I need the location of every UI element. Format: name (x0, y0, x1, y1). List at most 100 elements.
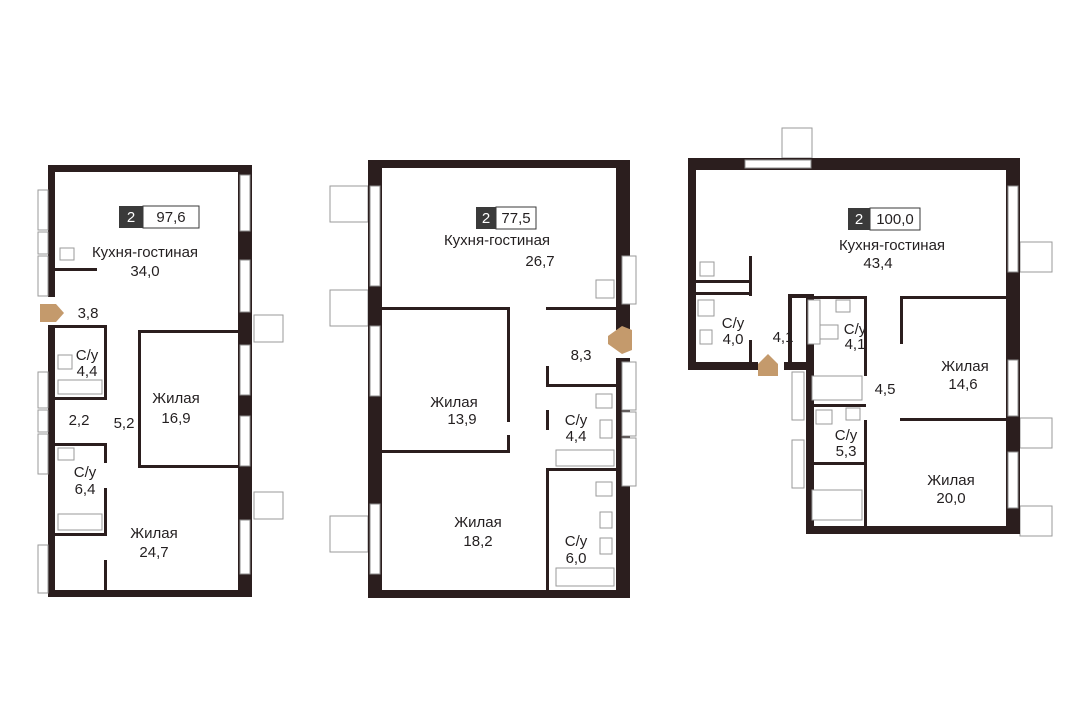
plan1-entrance-marker (40, 304, 64, 322)
plan2-shaft (621, 437, 637, 487)
plan1-shaft (37, 409, 49, 433)
plan3-total-area: 100,0 (876, 211, 914, 228)
plan1-wall (55, 325, 107, 328)
plan1-bath1-area: 4,4 (77, 363, 98, 380)
plan-2: 2 77,5 Кухня-гостиная 26,7 8,3 Жилая 13,… (329, 160, 637, 598)
plan3-wall (900, 296, 903, 344)
plan2-bedroom1-name: Жилая (430, 394, 477, 411)
plan1-bathtub (57, 513, 103, 531)
plan2-wall (382, 307, 510, 310)
plan2-bedroom1-area: 13,9 (447, 411, 476, 428)
plan2-wall (546, 468, 549, 590)
plan2-rooms-badge (476, 207, 496, 229)
plan1-balcony-top (253, 314, 284, 343)
plan1-wall (138, 465, 238, 468)
plan3-window (1007, 451, 1019, 509)
plan1-shaft (37, 231, 49, 255)
plan3-wall-left (688, 158, 696, 370)
plan1-wall (55, 533, 107, 536)
plan1-sink (59, 247, 75, 261)
plan2-bedroom2-area: 18,2 (463, 533, 492, 550)
plan2-sink (599, 511, 613, 529)
plan1-shaft (37, 189, 49, 231)
plan1-bedroom2-area: 24,7 (139, 544, 168, 561)
plan3-bath2-area: 4,1 (845, 336, 866, 353)
plan3-wall (696, 292, 752, 295)
plan3-wall-top (688, 158, 1020, 170)
plan-1: 2 97,6 Кухня-гостиная 34,0 3,8 С/у 4,4 2… (37, 165, 284, 597)
plan2-balcony (329, 289, 369, 327)
plan2-wall (507, 435, 510, 453)
plan2-bedroom2-name: Жилая (454, 514, 501, 531)
plan3-wall (814, 404, 866, 407)
plan2-wall-top (368, 160, 630, 168)
plan3-hall-area: 4,1 (773, 329, 794, 346)
plan2-window (369, 185, 381, 287)
plan3-shaft (791, 371, 805, 421)
plan3-bath1-name: С/у (722, 315, 745, 332)
plan3-wall-bottom-left (688, 362, 758, 370)
plan3-toilet (819, 324, 839, 340)
plan3-rooms-count: 2 (855, 211, 863, 228)
plan3-window (1007, 185, 1019, 273)
plan3-sink (699, 329, 713, 345)
plan3-wall (788, 294, 792, 366)
plan1-window (239, 259, 251, 313)
plan3-balcony-top (781, 127, 813, 159)
plan1-wall (138, 330, 141, 468)
plan1-wall (55, 443, 107, 446)
plan1-wall-top (48, 165, 252, 172)
plan3-wall (788, 294, 814, 298)
plan2-wall (546, 307, 616, 310)
plan1-rooms-count: 2 (127, 209, 135, 226)
plan1-rooms-badge (119, 206, 143, 228)
plan3-balcony (1019, 241, 1053, 273)
plan3-sink (699, 261, 715, 277)
plan2-wall (546, 366, 549, 386)
plan2-balcony (329, 185, 369, 223)
plan3-toilet (815, 409, 833, 425)
plan2-toilet (595, 393, 613, 409)
plan1-kitchen-name: Кухня-гостиная (92, 244, 198, 261)
plan3-toilet (697, 299, 715, 317)
plan2-wall (546, 384, 616, 387)
plan1-wall (104, 560, 107, 590)
plan2-wall-bottom (368, 590, 630, 598)
plan3-wall (814, 462, 866, 465)
plan1-wall (138, 330, 238, 333)
plan1-total-area: 97,6 (156, 209, 185, 226)
plan1-wall (55, 268, 97, 271)
plan-3: 2 100,0 Кухня-гостиная 43,4 С/у 4,0 4,1 … (688, 127, 1053, 537)
plan1-bedroom1-name: Жилая (152, 390, 199, 407)
plan2-hall-area: 8,3 (571, 347, 592, 364)
plan2-total-area: 77,5 (501, 210, 530, 227)
plan3-bedroom1-area: 14,6 (948, 376, 977, 393)
plan1-window (239, 519, 251, 575)
plan3-bath3-name: С/у (835, 427, 858, 444)
plan2-shaft (621, 255, 637, 305)
plan2-entrance-marker (608, 326, 632, 354)
plan2-window (369, 325, 381, 397)
plan1-wall (104, 488, 107, 536)
plan1-bath2-name: С/у (74, 464, 97, 481)
plan3-wall (696, 280, 752, 283)
plan3-wall (900, 418, 1006, 421)
plan1-hall-area: 3,8 (78, 305, 99, 322)
plan3-wall (864, 296, 867, 376)
plan3-wall (749, 256, 752, 296)
plan3-bathtub (811, 489, 863, 521)
plan3-wall (749, 340, 752, 366)
plan3-shaft (807, 299, 821, 345)
plan1-bedroom2-name: Жилая (130, 525, 177, 542)
plan1-bedroom1-area: 16,9 (161, 410, 190, 427)
plan1-toilet (57, 354, 73, 370)
plan2-sink (595, 279, 615, 299)
plan3-bedroom2-area: 20,0 (936, 490, 965, 507)
plan1-window (239, 415, 251, 467)
plan1-corridor-area: 5,2 (114, 415, 135, 432)
plan3-window-top (744, 159, 812, 169)
plan2-sink (599, 419, 613, 439)
plan1-shaft (37, 544, 49, 594)
plan2-wall (546, 468, 616, 471)
